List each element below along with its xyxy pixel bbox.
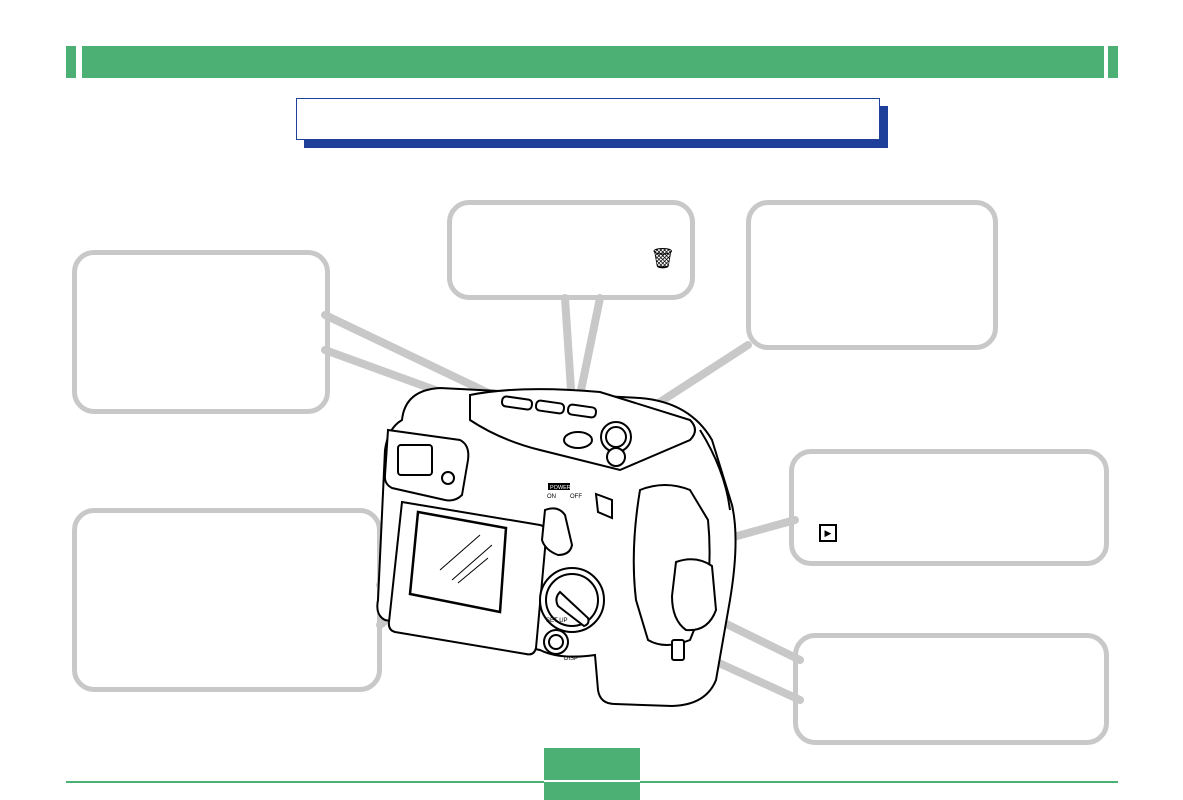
camera-body bbox=[376, 386, 737, 708]
power-label: POWER bbox=[550, 485, 571, 491]
callout-top-left bbox=[72, 250, 330, 414]
on-label: ON bbox=[547, 494, 556, 500]
page-number-tab bbox=[544, 748, 640, 800]
setup-label: SET UP bbox=[546, 618, 568, 624]
disp-label: DISP bbox=[564, 656, 578, 662]
power-label-bg bbox=[548, 483, 570, 490]
callout-right-bottom bbox=[793, 633, 1109, 745]
callout-top-right bbox=[746, 200, 998, 350]
page-tab-divider bbox=[544, 780, 640, 782]
play-mode-icon: ▶ bbox=[819, 524, 837, 542]
section-title-box bbox=[296, 98, 880, 140]
callout-right-middle: ▶ bbox=[789, 449, 1109, 566]
header-bar-left-cap bbox=[66, 46, 76, 78]
off-label: OFF bbox=[570, 494, 582, 500]
header-bar bbox=[82, 46, 1104, 78]
header-bar-right-cap bbox=[1108, 46, 1118, 78]
callout-top-middle: 🗑 bbox=[447, 200, 695, 300]
erase-trash-icon: 🗑 bbox=[650, 248, 676, 270]
